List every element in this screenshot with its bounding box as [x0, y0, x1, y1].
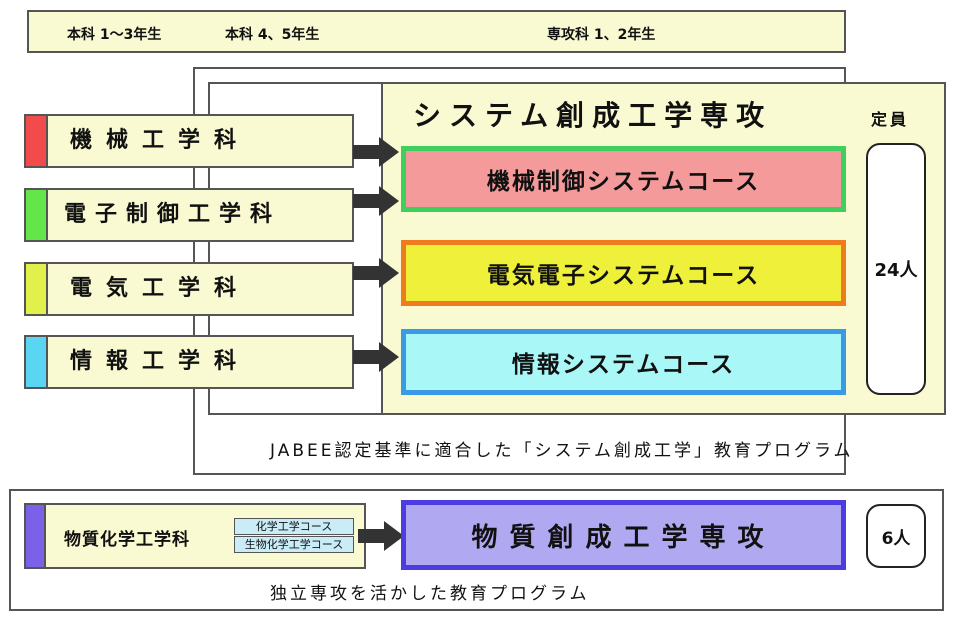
materials-program-title: 物質創成工学専攻	[401, 500, 846, 570]
main-program-footer: JABEE認定基準に適合した「システム創成工学」教育プログラム	[270, 441, 854, 461]
department-label: 物質化学工学科	[64, 530, 190, 550]
capacity-label: 定員	[871, 110, 910, 129]
department-information: 情報工学科	[24, 335, 354, 389]
department-electronic-control: 電子制御工学科	[24, 188, 354, 242]
arrow-icon	[353, 186, 399, 216]
capacity-box: 24人	[866, 143, 926, 395]
program-title: システム創成工学専攻	[413, 99, 773, 132]
materials-program-footer: 独立専攻を活かした教育プログラム	[270, 584, 590, 604]
header-honka-1-3: 本科 1～3年生	[67, 27, 162, 43]
department-label: 情報工学科	[70, 349, 251, 374]
department-electrical: 電気工学科	[24, 262, 354, 316]
arrow-icon	[353, 137, 399, 167]
department-color-bar	[26, 264, 48, 314]
arrow-icon	[353, 342, 399, 372]
department-color-bar	[26, 116, 48, 166]
header-bar: 本科 1～3年生 本科 4、5年生 専攻科 1、2年生	[27, 10, 846, 53]
arrow-icon	[353, 258, 399, 288]
course-electrical-electronic: 電気電子システムコース	[401, 240, 846, 306]
department-materials-chemistry: 物質化学工学科 化学工学コース 生物化学工学コース	[24, 503, 366, 569]
department-mechanical: 機械工学科	[24, 114, 354, 168]
sub-course-chemical-engineering: 化学工学コース	[234, 518, 354, 535]
department-color-bar	[26, 505, 46, 567]
header-honka-4-5: 本科 4、5年生	[225, 27, 320, 43]
department-label: 電子制御工学科	[64, 202, 282, 227]
department-color-bar	[26, 190, 48, 240]
department-color-bar	[26, 337, 48, 387]
materials-capacity-box: 6人	[866, 504, 926, 568]
arrow-icon	[358, 521, 404, 551]
sub-course-biochemical-engineering: 生物化学工学コース	[234, 536, 354, 553]
header-senkoka: 専攻科 1、2年生	[547, 27, 656, 43]
department-label: 電気工学科	[70, 276, 251, 301]
course-mechanical-control: 機械制御システムコース	[401, 146, 846, 212]
department-label: 機械工学科	[70, 128, 251, 153]
course-information-system: 情報システムコース	[401, 329, 846, 395]
